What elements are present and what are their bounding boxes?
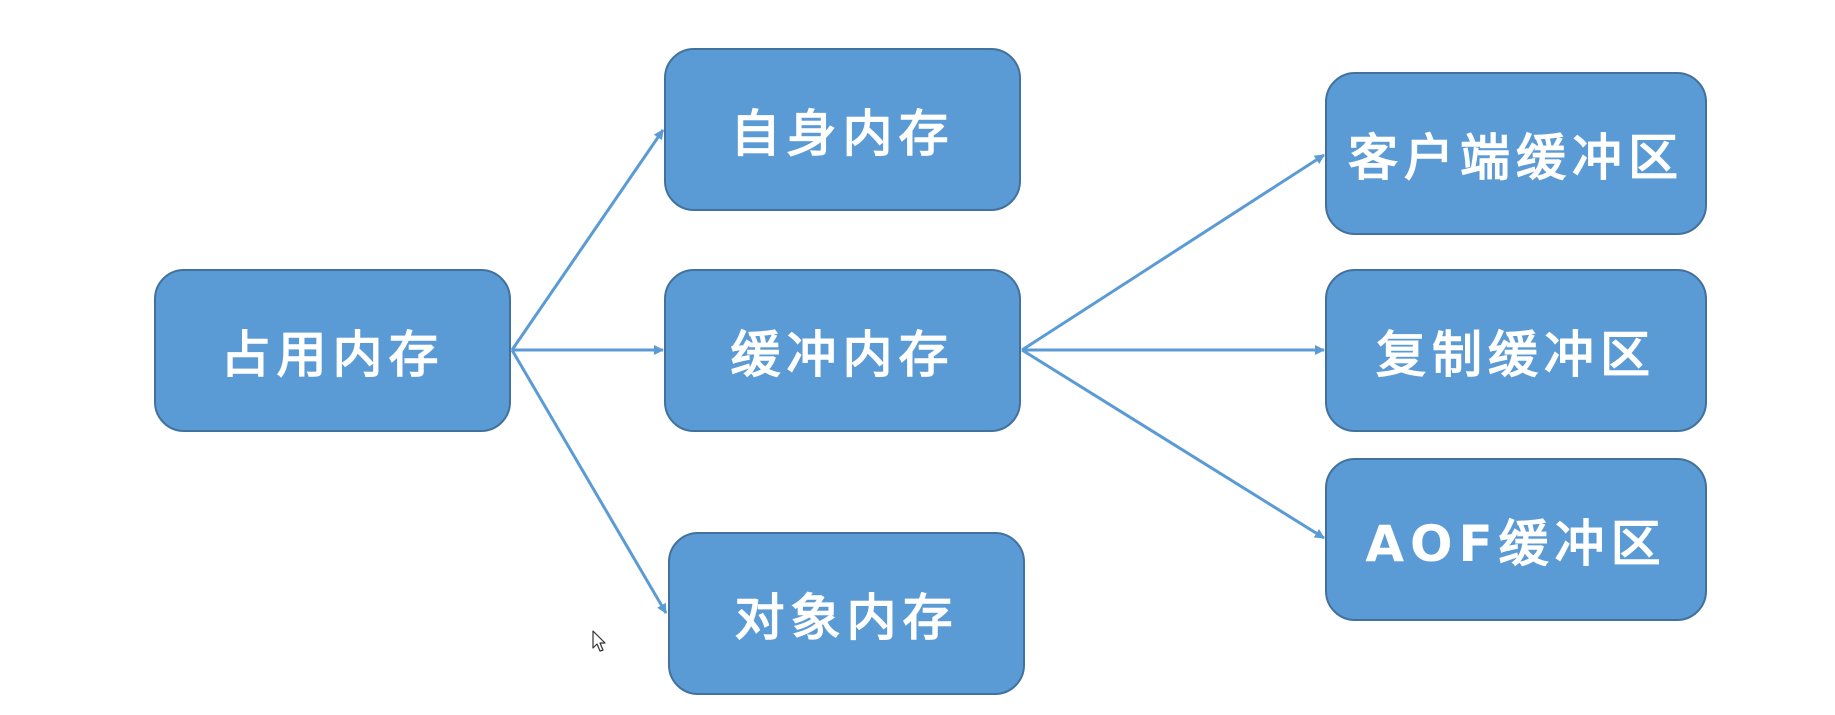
- node-label: 占用内存: [220, 325, 445, 384]
- arrow-root-to-self: [510, 129, 665, 351]
- arrow-root-to-object: [510, 349, 668, 614]
- node-label: AOF缓冲区: [1365, 514, 1667, 573]
- arrow-buffer-to-aof-buffer: [1021, 348, 1325, 540]
- node-self-memory: 自身内存: [664, 48, 1021, 211]
- node-label: 对象内存: [734, 588, 959, 647]
- node-label: 缓冲内存: [730, 325, 955, 384]
- node-label: 自身内存: [730, 104, 955, 163]
- node-replication-buffer: 复制缓冲区: [1325, 269, 1707, 432]
- node-buffer-memory: 缓冲内存: [664, 269, 1021, 432]
- node-label: 复制缓冲区: [1376, 325, 1656, 384]
- node-occupied-memory: 占用内存: [154, 269, 511, 432]
- node-label: 客户端缓冲区: [1348, 128, 1684, 187]
- node-object-memory: 对象内存: [668, 532, 1025, 695]
- node-aof-buffer: AOF缓冲区: [1325, 458, 1707, 621]
- mouse-cursor-icon: [592, 630, 606, 652]
- node-client-buffer: 客户端缓冲区: [1325, 72, 1707, 235]
- arrow-buffer-to-client-buffer: [1021, 153, 1325, 352]
